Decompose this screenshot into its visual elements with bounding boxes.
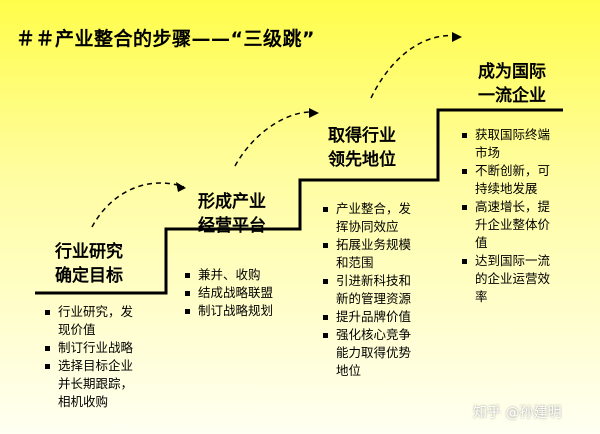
- stage-4-title: 成为国际 一流企业: [478, 60, 546, 108]
- list-item: 制订战略规划: [184, 302, 273, 320]
- bullet-text: 达到国际一流: [475, 253, 551, 268]
- stage-4-bullet-list: 获取国际终端 市场 不断创新，可 持续地发展 高速增长，提 升企业整体价 值 达…: [461, 126, 550, 306]
- list-item: 选择目标企业 并长期跟踪， 相机收购: [44, 357, 133, 411]
- bullet-text: 能力取得优势: [336, 345, 412, 360]
- stage-1-title: 行业研究 确定目标: [55, 240, 123, 288]
- list-item: 结成战略联盟: [184, 284, 273, 302]
- bullet-text: 地位: [336, 363, 362, 378]
- watermark: 知乎 @孙建明: [473, 405, 562, 421]
- bullet-text: 挥协同效应: [336, 219, 399, 234]
- bullet-text: 选择目标企业: [58, 358, 134, 373]
- jump-arrow-2: [234, 111, 316, 167]
- jump-arrow-1: [91, 182, 185, 228]
- list-item: 拓展业务规模 和范围: [322, 236, 411, 272]
- bullet-text: 相机收购: [58, 394, 109, 409]
- stage-3-title: 取得行业 领先地位: [328, 124, 396, 172]
- stage-2-title: 形成产业 经营平台: [198, 190, 266, 238]
- bullet-text: 并长期跟踪，: [58, 376, 134, 391]
- bullet-text: 产业整合，发: [336, 201, 412, 216]
- stage-4-title-line: 一流企业: [478, 86, 546, 106]
- stage-3-title-line: 取得行业: [328, 126, 396, 146]
- list-item: 行业研究，发 现价值: [44, 303, 133, 339]
- list-item: 产业整合，发 挥协同效应: [322, 200, 411, 236]
- list-item: 高速增长，提 升企业整体价 值: [461, 198, 550, 252]
- bullet-text: 值: [475, 235, 488, 250]
- bullet-text: 持续地发展: [475, 181, 538, 196]
- stage-2-bullet-list: 兼并、收购 结成战略联盟 制订战略规划: [184, 266, 273, 320]
- bullet-text: 现价值: [58, 322, 96, 337]
- stage-2-title-line: 经营平台: [198, 216, 266, 236]
- stage-1-bullet-list: 行业研究，发 现价值 制订行业战略 选择目标企业 并长期跟踪， 相机收购: [44, 303, 133, 411]
- bullet-text: 制订战略规划: [198, 303, 274, 318]
- list-item: 强化核心竞争 能力取得优势 地位: [322, 326, 411, 380]
- list-item: 提升品牌价值: [322, 308, 411, 326]
- bullet-text: 率: [475, 289, 488, 304]
- list-item: 达到国际一流 的企业运营效 率: [461, 252, 550, 306]
- bullet-text: 市场: [475, 145, 501, 160]
- bullet-text: 不断创新，可: [475, 163, 551, 178]
- bullet-text: 获取国际终端: [475, 127, 551, 142]
- jump-arrow-3: [370, 34, 459, 99]
- list-item: 兼并、收购: [184, 266, 273, 284]
- jump-arrowhead-1: [176, 182, 186, 192]
- bullet-text: 结成战略联盟: [198, 285, 274, 300]
- stage-1-title-line: 行业研究: [55, 242, 123, 262]
- bullet-text: 引进新科技和: [336, 273, 412, 288]
- stage-3-bullet-list: 产业整合，发 挥协同效应 拓展业务规模 和范围 引进新科技和 新的管理资源 提升…: [322, 200, 411, 380]
- list-item: 获取国际终端 市场: [461, 126, 550, 162]
- bullet-text: 制订行业战略: [58, 340, 134, 355]
- list-item: 制订行业战略: [44, 339, 133, 357]
- list-item: 不断创新，可 持续地发展: [461, 162, 550, 198]
- stage-4-title-line: 成为国际: [478, 62, 546, 82]
- bullet-text: 升企业整体价: [475, 217, 551, 232]
- bullet-text: 高速增长，提: [475, 199, 551, 214]
- stair-outline: [35, 108, 563, 295]
- list-item: 引进新科技和 新的管理资源: [322, 272, 411, 308]
- bullet-text: 行业研究，发: [58, 304, 134, 319]
- bullet-text: 提升品牌价值: [336, 309, 412, 324]
- bullet-text: 和范围: [336, 255, 374, 270]
- page-title: ＃＃产业整合的步骤——“三级跳”: [16, 28, 315, 50]
- jump-arrowhead-3: [452, 32, 462, 42]
- stage-2-title-line: 形成产业: [198, 192, 266, 212]
- bullet-text: 强化核心竞争: [336, 327, 412, 342]
- jump-arrowhead-2: [309, 108, 319, 118]
- bullet-text: 兼并、收购: [198, 267, 261, 282]
- stage-3-title-line: 领先地位: [328, 150, 396, 170]
- bullet-text: 新的管理资源: [336, 291, 412, 306]
- bullet-text: 拓展业务规模: [336, 237, 412, 252]
- bullet-text: 的企业运营效: [475, 271, 551, 286]
- stage-1-title-line: 确定目标: [55, 266, 123, 286]
